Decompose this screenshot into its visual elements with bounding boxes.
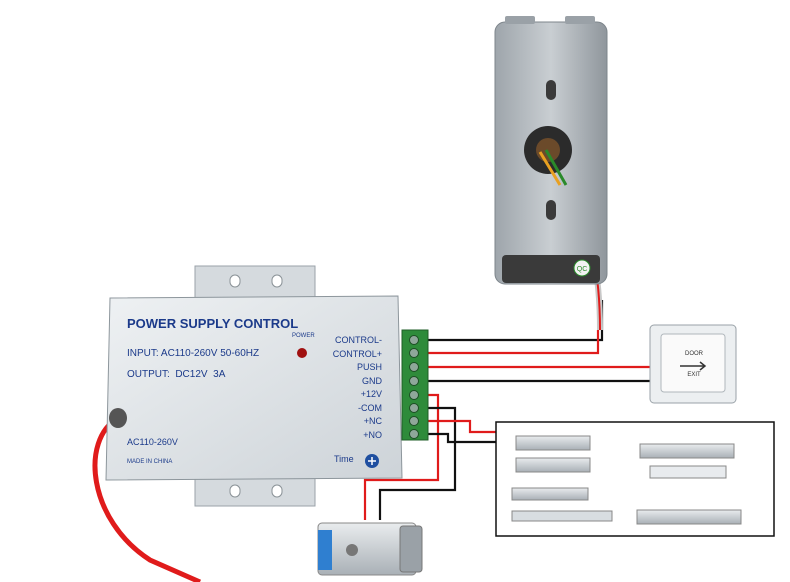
terminal-12v: +12V: [320, 388, 382, 402]
psu-input-spec: INPUT: AC110-260V 50-60HZ: [127, 348, 259, 359]
psu-output-spec: OUTPUT: DC12V 3A: [127, 369, 225, 380]
psu-power-label: POWER: [292, 333, 315, 339]
psu-title: POWER SUPPLY CONTROL: [127, 316, 298, 331]
exit-button-label-door: DOOR: [681, 351, 707, 357]
psu-time-label: Time: [334, 454, 354, 464]
terminal-nc: +NC: [320, 415, 382, 429]
terminal-labels: CONTROL- CONTROL+ PUSH GND +12V -COM +NC…: [320, 334, 382, 442]
terminal-no: +NO: [320, 429, 382, 443]
terminal-com: -COM: [320, 402, 382, 416]
terminal-push: PUSH: [320, 361, 382, 375]
terminal-control-minus: CONTROL-: [320, 334, 382, 348]
terminal-gnd: GND: [320, 375, 382, 389]
psu-made-in: MADE IN CHINA: [127, 459, 172, 465]
terminal-control-plus: CONTROL+: [320, 348, 382, 362]
psu-ac-label: AC110-260V: [127, 437, 178, 447]
exit-button-label-exit: EXIT: [681, 372, 707, 378]
